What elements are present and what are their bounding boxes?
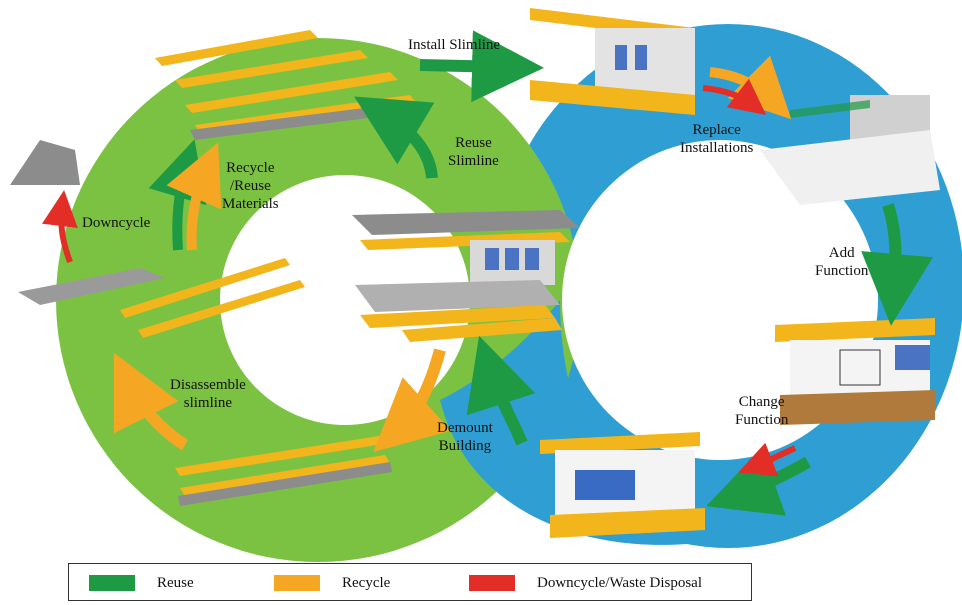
waste-pile — [10, 140, 80, 185]
replace-arrow-red — [702, 78, 767, 116]
demount-arrow-orange — [373, 348, 451, 453]
change-function-arrow-green — [706, 447, 811, 516]
label-install-slimline-text: Install Slimline — [408, 37, 501, 53]
label-recycle-reuse-materials: Recycle /Reuse Materials — [222, 159, 279, 213]
label-disassemble-slimline: Disassemble slimline — [170, 376, 246, 412]
label-reuse-line1: Reuse — [455, 135, 492, 151]
slab-left — [18, 268, 165, 305]
building-replace — [760, 95, 940, 205]
label-reuse-line2: Slimline — [448, 153, 499, 169]
exploded-building — [352, 210, 580, 342]
recycle-materials-arrow-orange — [166, 142, 222, 251]
beams-middle-left — [120, 258, 305, 338]
disassemble-arrow — [113, 352, 189, 451]
legend-item-reuse: Reuse — [89, 573, 194, 593]
reuse-slimline-arrow — [354, 96, 438, 179]
legend-label-downcycle: Downcycle/Waste Disposal — [537, 574, 702, 591]
label-replace-installations: Replace Installations — [680, 121, 753, 157]
label-downcycle: Downcycle — [82, 214, 150, 232]
label-disassemble-line2: slimline — [183, 395, 233, 411]
label-add-function: Add Function — [815, 244, 868, 280]
label-replace-line1: Replace — [692, 122, 741, 138]
label-recycle-line1: Recycle — [226, 160, 275, 176]
demount-arrow-green — [466, 335, 536, 446]
label-demount-line1: Demount — [437, 420, 493, 436]
legend-swatch-reuse — [89, 575, 135, 591]
label-demount-building: Demount Building — [437, 419, 493, 455]
label-recycle-line3: Materials — [222, 196, 279, 212]
label-change-function: Change Function — [735, 393, 788, 429]
label-recycle-line2: /Reuse — [229, 178, 271, 194]
change-function-arrow-red — [738, 442, 797, 477]
building-install — [530, 8, 695, 115]
downcycle-arrow — [42, 190, 78, 264]
legend-swatch-downcycle — [469, 575, 515, 591]
label-add-line2: Function — [815, 263, 869, 279]
legend-item-downcycle: Downcycle/Waste Disposal — [469, 573, 702, 593]
label-add-line1: Add — [828, 245, 855, 261]
label-change-line2: Function — [735, 412, 789, 428]
label-replace-line2: Installations — [680, 140, 754, 156]
add-function-arrow — [861, 203, 933, 326]
label-change-line1: Change — [738, 394, 785, 410]
legend: Reuse Recycle Downcycle/Waste Disposal — [68, 563, 752, 601]
label-install-slimline: Install Slimline — [408, 36, 500, 54]
label-demount-line2: Building — [438, 438, 492, 454]
label-disassemble-line1: Disassemble — [170, 377, 246, 393]
legend-label-recycle: Recycle — [342, 574, 391, 591]
beams-bottom-left — [175, 435, 392, 506]
legend-swatch-recycle — [274, 575, 320, 591]
building-add-function — [775, 318, 935, 425]
label-reuse-slimline: Reuse Slimline — [448, 134, 499, 170]
green-ring-hole — [220, 175, 470, 425]
building-change-function — [540, 432, 705, 538]
label-downcycle-text: Downcycle — [82, 215, 151, 231]
install-arrow — [419, 30, 544, 103]
legend-label-reuse: Reuse — [157, 574, 194, 591]
legend-item-recycle: Recycle — [274, 573, 390, 593]
